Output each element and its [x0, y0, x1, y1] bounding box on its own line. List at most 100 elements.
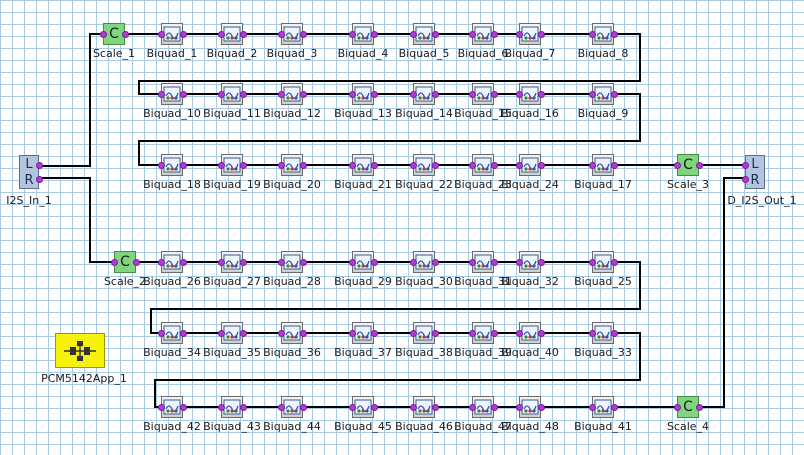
input-port-biquad-35[interactable]: [218, 330, 225, 337]
input-port-biquad-12[interactable]: [278, 91, 285, 98]
output-port-biquad-17[interactable]: [611, 162, 618, 169]
input-port-biquad-13[interactable]: [349, 91, 356, 98]
input-port-scale-2[interactable]: [111, 259, 118, 266]
input-block-port-l[interactable]: [36, 162, 43, 169]
input-port-biquad-31[interactable]: [469, 259, 476, 266]
input-port-biquad-38[interactable]: [410, 330, 417, 337]
output-port-biquad-31[interactable]: [491, 259, 498, 266]
output-port-biquad-21[interactable]: [371, 162, 378, 169]
output-port-biquad-36[interactable]: [300, 330, 307, 337]
output-port-biquad-27[interactable]: [240, 259, 247, 266]
output-port-biquad-13[interactable]: [371, 91, 378, 98]
input-port-biquad-30[interactable]: [410, 259, 417, 266]
output-port-biquad-24[interactable]: [538, 162, 545, 169]
input-port-biquad-39[interactable]: [469, 330, 476, 337]
output-port-biquad-38[interactable]: [432, 330, 439, 337]
output-port-biquad-5[interactable]: [432, 31, 439, 38]
input-port-biquad-41[interactable]: [589, 404, 596, 411]
input-port-biquad-2[interactable]: [218, 31, 225, 38]
input-port-biquad-44[interactable]: [278, 404, 285, 411]
input-port-biquad-20[interactable]: [278, 162, 285, 169]
output-port-biquad-32[interactable]: [538, 259, 545, 266]
input-port-biquad-14[interactable]: [410, 91, 417, 98]
output-port-biquad-30[interactable]: [432, 259, 439, 266]
output-port-biquad-8[interactable]: [611, 31, 618, 38]
output-port-biquad-34[interactable]: [180, 330, 187, 337]
input-port-biquad-45[interactable]: [349, 404, 356, 411]
output-port-biquad-35[interactable]: [240, 330, 247, 337]
input-port-biquad-17[interactable]: [589, 162, 596, 169]
input-port-biquad-7[interactable]: [516, 31, 523, 38]
output-port-biquad-47[interactable]: [491, 404, 498, 411]
output-port-biquad-18[interactable]: [180, 162, 187, 169]
output-port-scale-1[interactable]: [122, 31, 129, 38]
input-port-biquad-16[interactable]: [516, 91, 523, 98]
output-port-biquad-16[interactable]: [538, 91, 545, 98]
input-port-biquad-47[interactable]: [469, 404, 476, 411]
output-port-biquad-1[interactable]: [180, 31, 187, 38]
input-port-biquad-42[interactable]: [158, 404, 165, 411]
output-port-biquad-2[interactable]: [240, 31, 247, 38]
output-port-scale-2[interactable]: [133, 259, 140, 266]
input-port-biquad-37[interactable]: [349, 330, 356, 337]
output-port-biquad-14[interactable]: [432, 91, 439, 98]
output-port-biquad-22[interactable]: [432, 162, 439, 169]
input-port-biquad-1[interactable]: [158, 31, 165, 38]
input-port-biquad-21[interactable]: [349, 162, 356, 169]
output-port-biquad-43[interactable]: [240, 404, 247, 411]
output-port-biquad-33[interactable]: [611, 330, 618, 337]
input-port-biquad-15[interactable]: [469, 91, 476, 98]
output-port-biquad-6[interactable]: [491, 31, 498, 38]
input-port-biquad-24[interactable]: [516, 162, 523, 169]
output-port-biquad-42[interactable]: [180, 404, 187, 411]
output-port-biquad-26[interactable]: [180, 259, 187, 266]
input-port-biquad-43[interactable]: [218, 404, 225, 411]
input-block-port-r[interactable]: [36, 176, 43, 183]
input-port-biquad-6[interactable]: [469, 31, 476, 38]
output-port-biquad-20[interactable]: [300, 162, 307, 169]
input-port-biquad-46[interactable]: [410, 404, 417, 411]
output-port-biquad-46[interactable]: [432, 404, 439, 411]
input-port-biquad-25[interactable]: [589, 259, 596, 266]
output-port-scale-3[interactable]: [696, 162, 703, 169]
input-port-biquad-23[interactable]: [469, 162, 476, 169]
output-port-biquad-23[interactable]: [491, 162, 498, 169]
input-port-biquad-33[interactable]: [589, 330, 596, 337]
output-port-biquad-7[interactable]: [538, 31, 545, 38]
input-port-biquad-3[interactable]: [278, 31, 285, 38]
input-port-biquad-26[interactable]: [158, 259, 165, 266]
output-port-biquad-3[interactable]: [300, 31, 307, 38]
input-port-biquad-29[interactable]: [349, 259, 356, 266]
output-port-biquad-41[interactable]: [611, 404, 618, 411]
input-port-scale-1[interactable]: [100, 31, 107, 38]
input-port-biquad-22[interactable]: [410, 162, 417, 169]
input-port-scale-4[interactable]: [674, 404, 681, 411]
input-port-biquad-34[interactable]: [158, 330, 165, 337]
output-port-biquad-10[interactable]: [180, 91, 187, 98]
output-port-biquad-39[interactable]: [491, 330, 498, 337]
output-port-biquad-48[interactable]: [538, 404, 545, 411]
output-port-biquad-25[interactable]: [611, 259, 618, 266]
output-port-biquad-4[interactable]: [371, 31, 378, 38]
output-port-biquad-37[interactable]: [371, 330, 378, 337]
output-port-biquad-15[interactable]: [491, 91, 498, 98]
output-port-biquad-40[interactable]: [538, 330, 545, 337]
input-port-biquad-4[interactable]: [349, 31, 356, 38]
output-port-biquad-19[interactable]: [240, 162, 247, 169]
input-port-biquad-40[interactable]: [516, 330, 523, 337]
input-port-scale-3[interactable]: [674, 162, 681, 169]
input-port-biquad-18[interactable]: [158, 162, 165, 169]
input-port-biquad-32[interactable]: [516, 259, 523, 266]
input-port-biquad-10[interactable]: [158, 91, 165, 98]
output-port-biquad-44[interactable]: [300, 404, 307, 411]
output-block-port-r[interactable]: [742, 176, 749, 183]
input-port-biquad-48[interactable]: [516, 404, 523, 411]
input-port-biquad-27[interactable]: [218, 259, 225, 266]
input-port-biquad-8[interactable]: [589, 31, 596, 38]
input-port-biquad-19[interactable]: [218, 162, 225, 169]
output-port-scale-4[interactable]: [696, 404, 703, 411]
output-block-port-l[interactable]: [742, 162, 749, 169]
input-port-biquad-36[interactable]: [278, 330, 285, 337]
output-port-biquad-28[interactable]: [300, 259, 307, 266]
